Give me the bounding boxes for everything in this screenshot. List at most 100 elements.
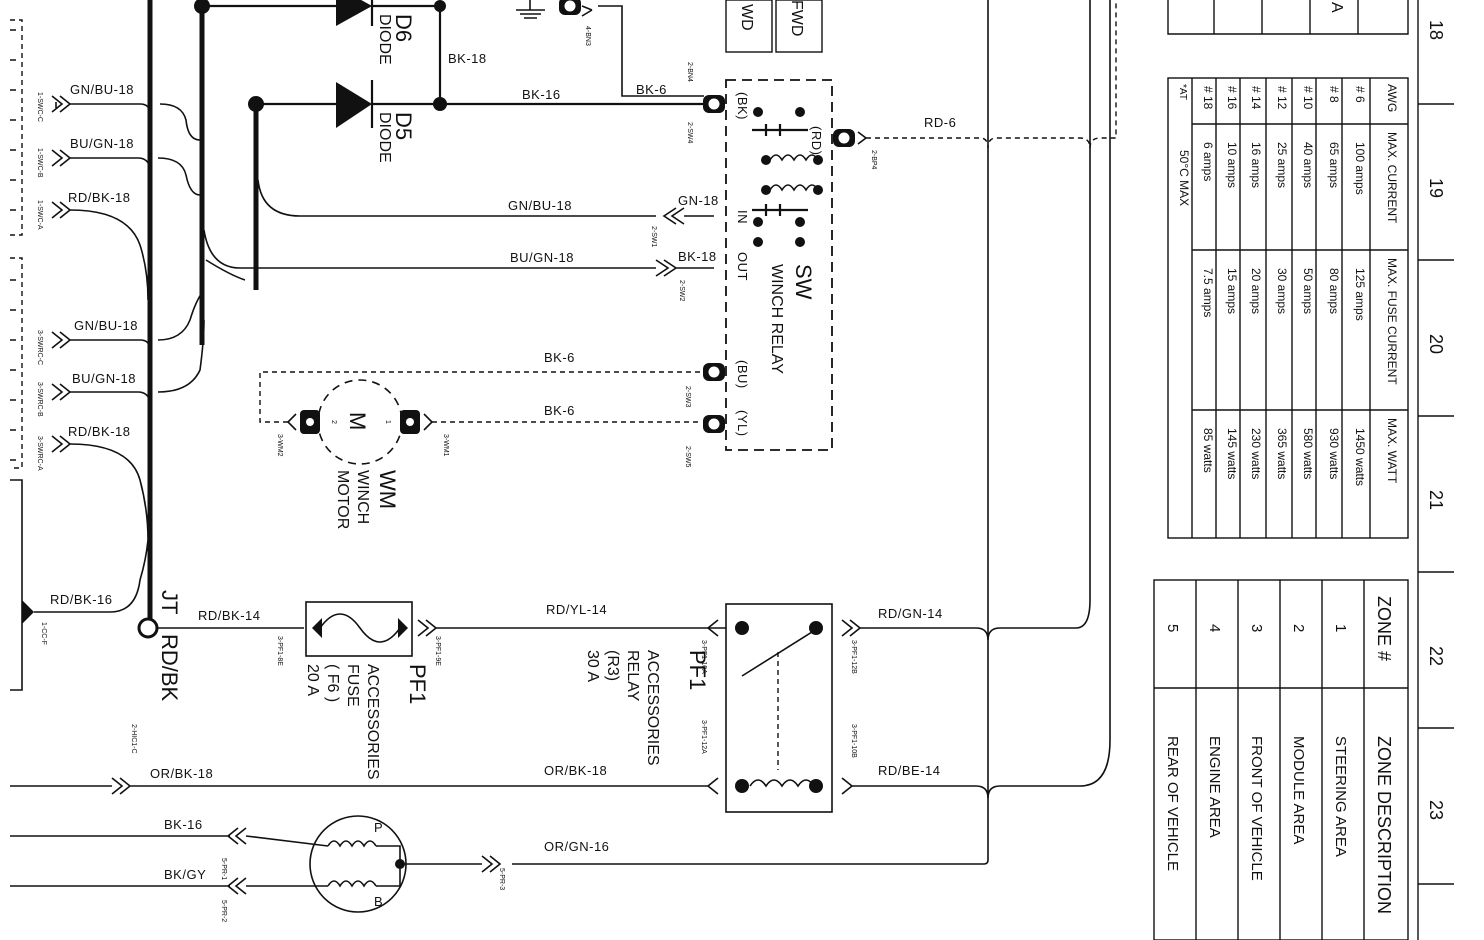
wire-table xyxy=(1167,77,1409,539)
pin-pr-3: 5-PR-3 xyxy=(498,868,505,890)
arrow-bk-18-relay xyxy=(655,259,714,277)
jt-ref: JT xyxy=(157,590,182,614)
fuse-ref: PF1 xyxy=(405,664,430,704)
wire-bend xyxy=(205,259,246,281)
zone-table-header-desc: ZONE DESCRIPTION xyxy=(1374,736,1394,914)
label-rd-bk-18-b: RD/BK-18 xyxy=(68,424,131,439)
fuse-name-2: FUSE xyxy=(344,664,361,707)
grid-number: 20 xyxy=(1426,334,1446,354)
wire-table-cell: 365 watts xyxy=(1275,428,1289,479)
wire-or-bk-18 xyxy=(10,777,708,795)
pin-pf1-9e: 3-PF1-9E xyxy=(434,636,441,666)
pin-bn3: 4-BN3 xyxy=(584,26,591,46)
wire-gn-bu-18-mid xyxy=(257,179,656,217)
wire-table-cell: 20 amps xyxy=(1249,268,1263,314)
d5-name: DIODE xyxy=(376,112,393,163)
pin-bn4: 2-BN4 xyxy=(686,62,693,82)
pin-bp4: 2-BP4 xyxy=(870,150,877,170)
label-bk-16-top: BK-16 xyxy=(522,87,561,102)
label-rd-bk-18-a: RD/BK-18 xyxy=(68,190,131,205)
label-bk-gy: BK/GY xyxy=(164,867,206,882)
wire-table-cell: # 18 xyxy=(1201,86,1215,110)
wire-table-cell: 1450 watts xyxy=(1353,428,1367,486)
wire-bu-gn-18-a xyxy=(51,149,201,196)
top-right-cell: A xyxy=(1328,2,1345,13)
label-or-bk-18-left: OR/BK-18 xyxy=(150,766,213,781)
relay-amp: 30 A xyxy=(584,650,601,682)
wire-table-cell: # 10 xyxy=(1301,86,1315,110)
sw-pin-in: IN xyxy=(735,210,750,224)
wire-rd-6 xyxy=(857,0,1117,149)
pin-hic1-c: 2-HIC1-C xyxy=(130,724,137,754)
wire-table-cell: 125 amps xyxy=(1353,268,1367,321)
grid-number: 18 xyxy=(1426,20,1446,40)
wire-table-cell: 85 watts xyxy=(1201,428,1215,473)
sw-ref: SW xyxy=(791,264,816,300)
label-bk-16-bottom: BK-16 xyxy=(164,817,203,832)
diode-d5 xyxy=(256,80,704,128)
wire-table-cell: 6 amps xyxy=(1201,142,1215,181)
zone-description: FRONT OF VEHICLE xyxy=(1248,736,1265,881)
pin-swrc-c: 3-SWRC-C xyxy=(36,330,43,365)
grid-number: 19 xyxy=(1426,178,1446,198)
pin-pf1-8e: 3-PF1-8E xyxy=(276,636,283,666)
wire-rd-bk-18-b xyxy=(51,435,149,541)
wire-table-header: MAX. WATT xyxy=(1385,418,1399,484)
wire-table-header: MAX. FUSE CURRENT xyxy=(1385,258,1399,385)
d6-name: DIODE xyxy=(376,14,393,65)
ground-bn3 xyxy=(516,0,704,97)
wire-table-cell: 25 amps xyxy=(1275,142,1289,188)
jt-color: RD/BK xyxy=(157,634,182,702)
fuse-code: ( F6 ) xyxy=(324,664,341,702)
wire-table-cell: 65 amps xyxy=(1327,142,1341,188)
label-bu-gn-18-a: BU/GN-18 xyxy=(70,136,134,151)
label-bu-gn-18-b: BU/GN-18 xyxy=(72,371,136,386)
fuse-pf1 xyxy=(305,601,726,657)
wire-table-cell: # 16 xyxy=(1225,86,1239,110)
sw-pin-yl: (YL) xyxy=(735,410,750,437)
label-or-gn-16: OR/GN-16 xyxy=(544,839,609,854)
relay-name-2: RELAY xyxy=(624,650,641,702)
grid-number: 23 xyxy=(1426,800,1446,820)
junction-jt xyxy=(137,617,304,639)
sw-pin-bu: (BU) xyxy=(735,360,750,389)
pin-pf1-12a: 3-PF1-12A xyxy=(700,720,707,754)
label-bk-6-yl: BK-6 xyxy=(544,403,575,418)
coil-pr xyxy=(10,815,502,913)
pin-pr-1: 5-PR-1 xyxy=(220,858,227,880)
label-gn-18: GN-18 xyxy=(678,193,719,208)
pin-swc-a: 1-SWC-A xyxy=(36,200,43,230)
wire-rd-bk-16 xyxy=(34,539,149,613)
pin-swrc-a: 3-SWRC-A xyxy=(36,436,43,471)
grid-strip xyxy=(1417,0,1454,940)
d5-ref: D5 xyxy=(391,112,416,140)
pin-sw1: 2-SW1 xyxy=(650,226,657,248)
wire-or-gn-16-rail xyxy=(512,0,989,865)
wire-gn-bu-18-a xyxy=(51,95,201,141)
relay-name-1: ACCESSORIES xyxy=(644,650,661,766)
winch-relay-sw xyxy=(703,79,855,451)
top-right-table xyxy=(1167,0,1409,35)
wire-table-cell: # 14 xyxy=(1249,86,1263,110)
top-box-label-2: FWD xyxy=(788,0,805,36)
label-bk-18: BK-18 xyxy=(448,51,487,66)
wire-table-cell: # 6 xyxy=(1353,86,1367,103)
zone-description: REAR OF VEHICLE xyxy=(1164,736,1181,871)
label-gn-bu-18-mid: GN/BU-18 xyxy=(508,198,572,213)
zone-description: STEERING AREA xyxy=(1332,736,1349,857)
pin-pf1-10b: 3-PF1-10B xyxy=(850,724,857,758)
relay-ref: PF1 xyxy=(685,650,710,690)
sw-name: WINCH RELAY xyxy=(768,264,785,374)
pin-swc-c: 1-SWC-C xyxy=(36,92,43,122)
sw-pin-bk: (BK) xyxy=(735,92,750,120)
wire-table-cell: 10 amps xyxy=(1225,142,1239,188)
connector-swrc-outline xyxy=(10,257,23,469)
relay-pf1 xyxy=(706,0,1111,813)
coil-b: B xyxy=(374,894,383,909)
motor-m: M xyxy=(345,412,370,430)
label-bu-gn-18-mid: BU/GN-18 xyxy=(510,250,574,265)
zone-table-header-num: ZONE # xyxy=(1374,596,1394,661)
